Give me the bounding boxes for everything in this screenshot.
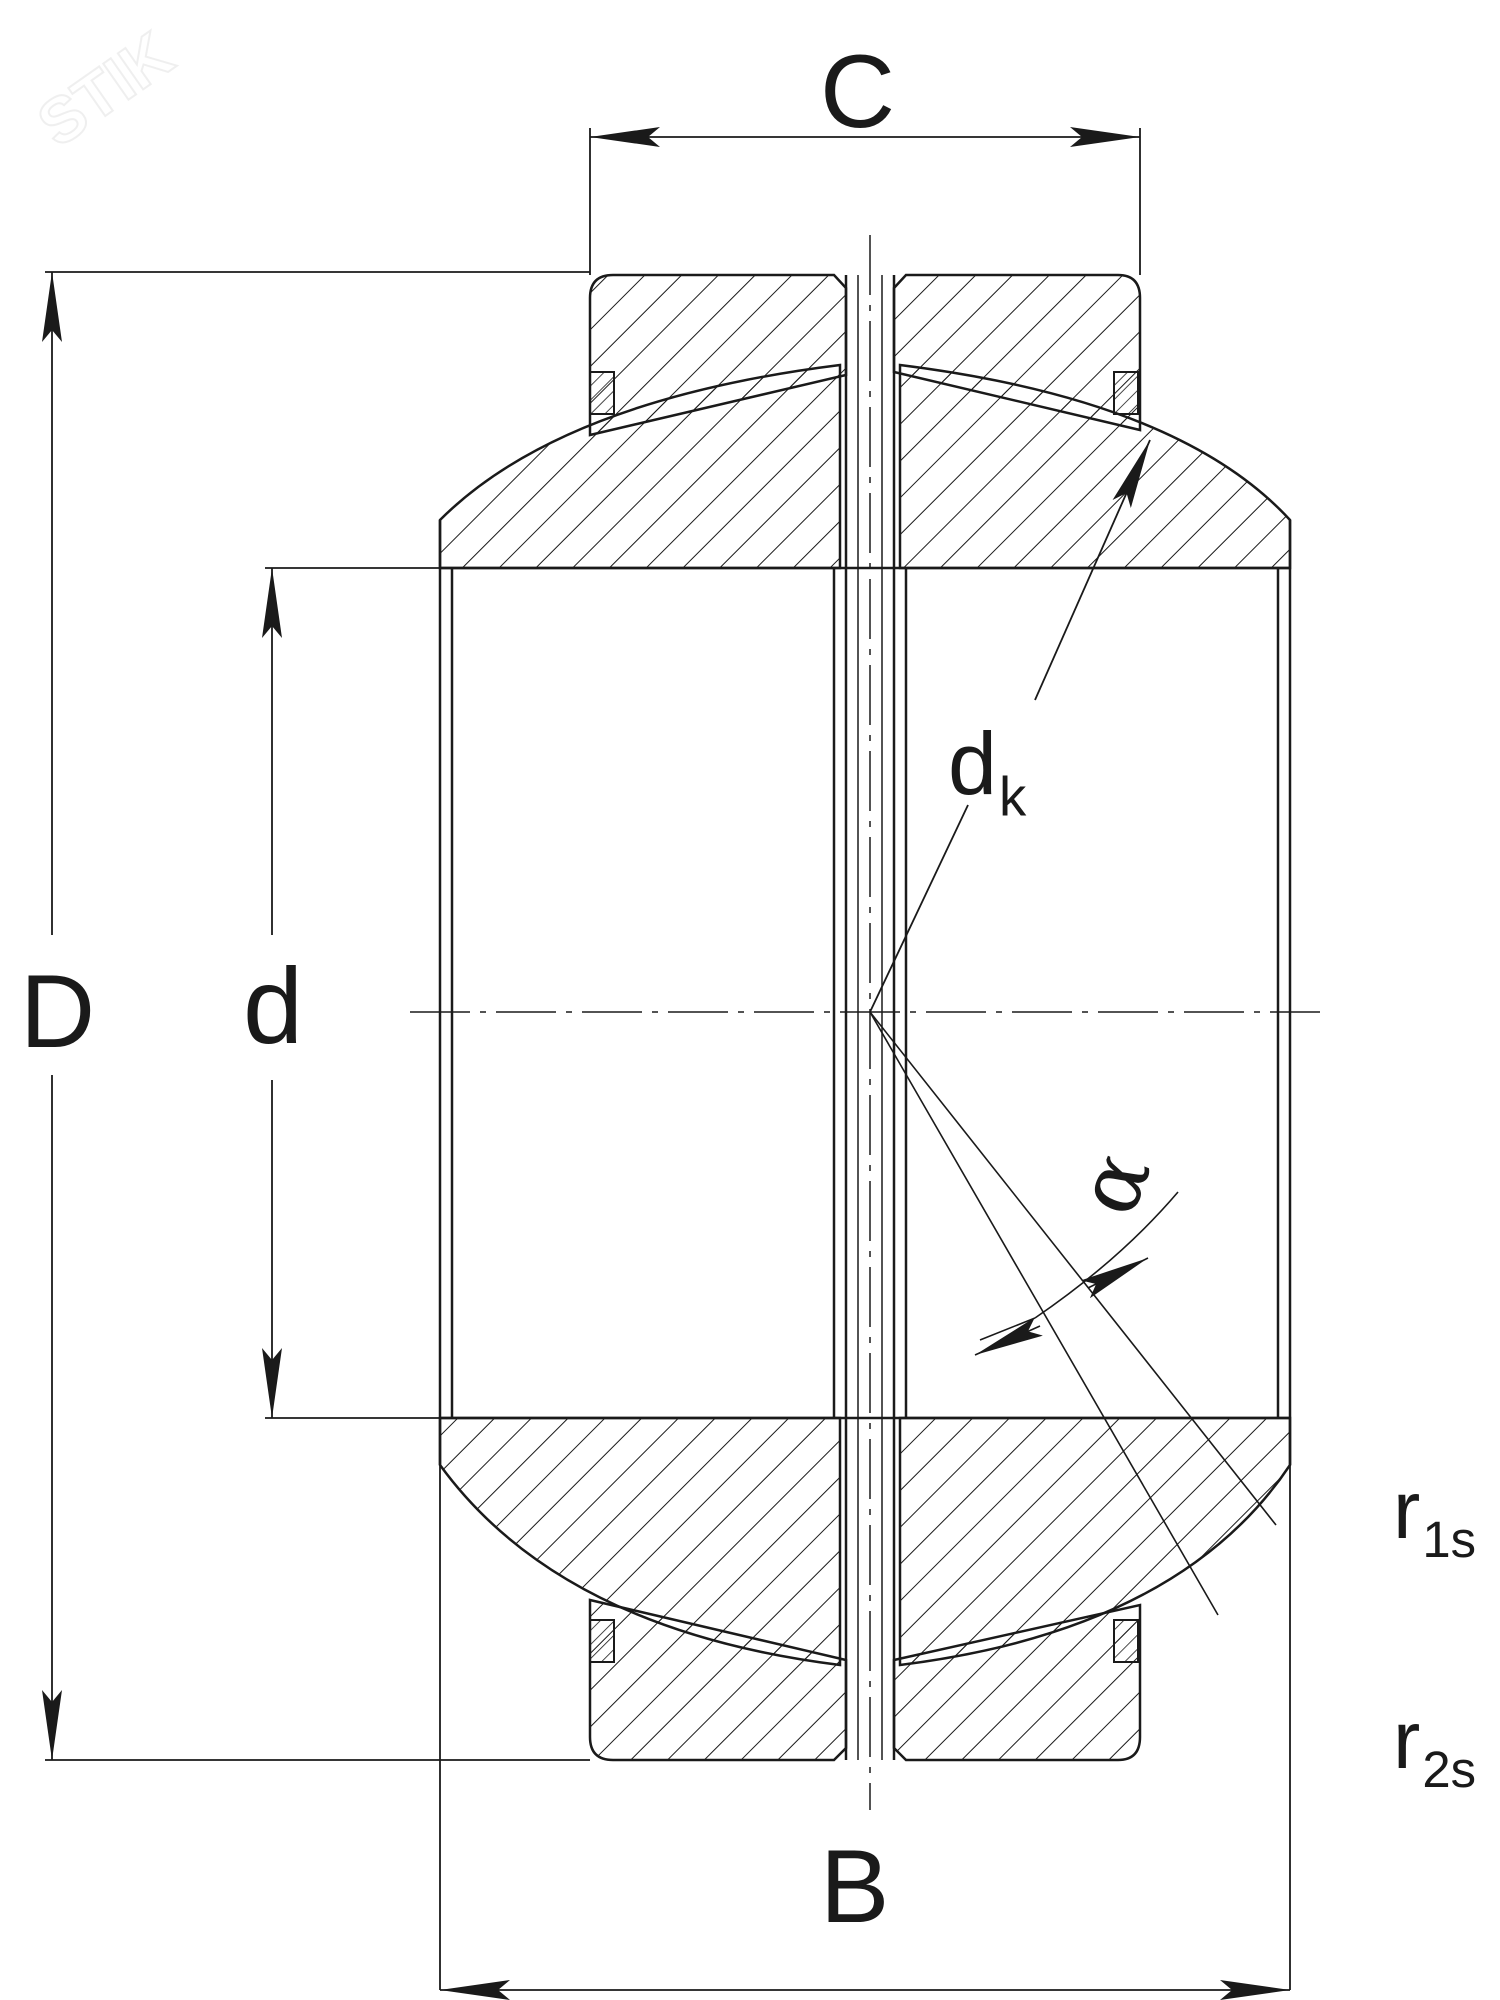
outer-ring-bottom: [588, 1598, 1142, 1762]
r2s-base: r: [1393, 1695, 1421, 1786]
dimension-label-dk: dk: [948, 720, 1026, 824]
dk-leader: [869, 439, 1151, 1013]
dk-base: d: [948, 714, 997, 813]
dimension-label-r2s: r2s: [1393, 1700, 1476, 1796]
inner-ring-bottom: [438, 1416, 1292, 1667]
bore-outline: [438, 520, 1292, 1465]
dimension-label-C: C: [820, 34, 896, 150]
dimension-label-D: D: [20, 954, 96, 1070]
r1s-subscript: 1s: [1422, 1511, 1476, 1569]
center-lines: [410, 235, 1320, 1810]
outer-ring-top: [588, 273, 1142, 437]
svg-text:STIK: STIK: [25, 18, 186, 161]
extension-lines: [45, 128, 1291, 1990]
lubrication-groove: [832, 275, 908, 1760]
dk-subscript: k: [998, 765, 1027, 827]
r2s-subscript: 2s: [1422, 1741, 1476, 1799]
inner-ring-top: [438, 363, 1292, 570]
r1s-base: r: [1393, 1465, 1421, 1556]
dimension-lines: [42, 127, 1290, 2000]
watermark-logo: STIK: [24, 17, 187, 162]
dimension-label-r1s: r1s: [1393, 1470, 1476, 1566]
seals: [589, 371, 1139, 1663]
alpha-construction: [869, 1011, 1277, 1616]
dimension-label-d: d: [243, 945, 304, 1066]
dimension-label-B: B: [820, 1829, 890, 1945]
